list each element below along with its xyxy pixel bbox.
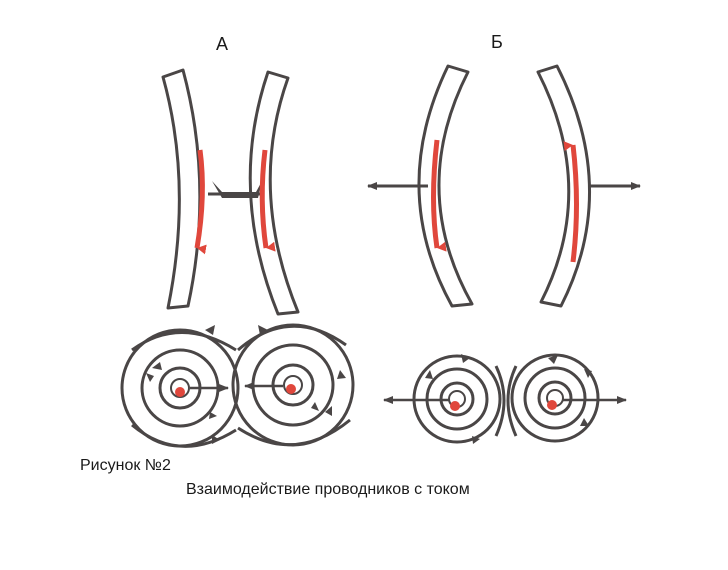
- field-b-right-ring-outer: [510, 353, 600, 443]
- field-b: [412, 353, 600, 444]
- current-arrow-a-left: [194, 149, 207, 255]
- field-a-right-current-dot: [286, 384, 296, 394]
- panel-a-label: А: [216, 34, 229, 54]
- field-a: [120, 323, 355, 448]
- field-b-right-ring-inner: [537, 380, 573, 416]
- conductor-b-left: [417, 64, 474, 308]
- field-a-left-current-dot: [175, 387, 185, 397]
- panel-a-conductors: [161, 68, 300, 316]
- figure-number: Рисунок №2: [80, 457, 171, 474]
- current-arrow-b-left: [431, 139, 447, 252]
- panel-b-label: Б: [491, 32, 503, 52]
- panel-b-conductors: [367, 64, 641, 308]
- conductor-b-right: [536, 64, 592, 308]
- conductor-a-right: [248, 70, 300, 316]
- field-a-envelope: [131, 324, 351, 448]
- field-a-force-arrows: [190, 382, 283, 392]
- field-b-direction-ticks: [425, 354, 592, 444]
- field-b-middle-arcs: [494, 365, 518, 437]
- field-b-right-current-dot: [547, 400, 557, 410]
- field-b-right-ring-mid: [523, 366, 587, 430]
- conductor-a-left: [161, 68, 202, 310]
- field-a-right-wire: [283, 375, 303, 395]
- figure-caption: Взаимодействие проводников с током: [186, 481, 470, 498]
- field-a-direction-ticks: [146, 325, 346, 444]
- field-b-left-current-dot: [450, 401, 460, 411]
- current-arrow-b-right: [563, 141, 579, 263]
- current-arrow-a-right: [259, 149, 276, 252]
